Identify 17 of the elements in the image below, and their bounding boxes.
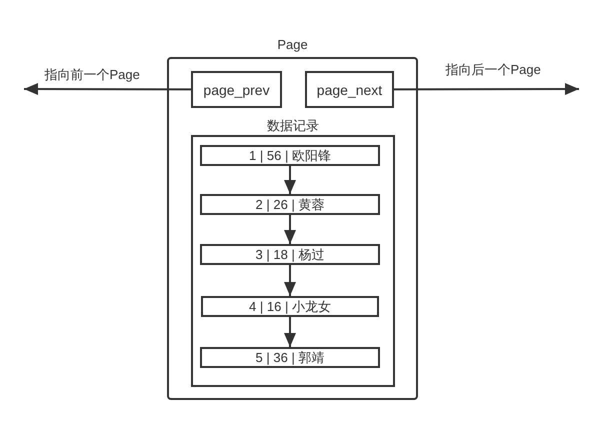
arrow bbox=[284, 215, 296, 244]
arrow bbox=[284, 265, 296, 296]
pointer-box: page_next bbox=[305, 71, 394, 108]
edge-label: 指向前一个Page bbox=[44, 67, 141, 83]
arrow bbox=[284, 317, 296, 347]
frame-title: 数据记录 bbox=[267, 118, 319, 134]
frame-title: Page bbox=[277, 37, 308, 53]
record-box: 5 | 36 | 郭靖 bbox=[200, 347, 380, 368]
arrow bbox=[284, 166, 296, 194]
edge-label: 指向后一个Page bbox=[444, 62, 542, 78]
arrow bbox=[394, 83, 579, 96]
record-box: 4 | 16 | 小龙女 bbox=[201, 296, 379, 317]
record-box: 2 | 26 | 黄蓉 bbox=[200, 194, 380, 215]
arrow bbox=[24, 83, 191, 96]
pointer-box: page_prev bbox=[191, 71, 282, 108]
record-box: 1 | 56 | 欧阳锋 bbox=[200, 145, 380, 166]
record-box: 3 | 18 | 杨过 bbox=[200, 244, 380, 265]
